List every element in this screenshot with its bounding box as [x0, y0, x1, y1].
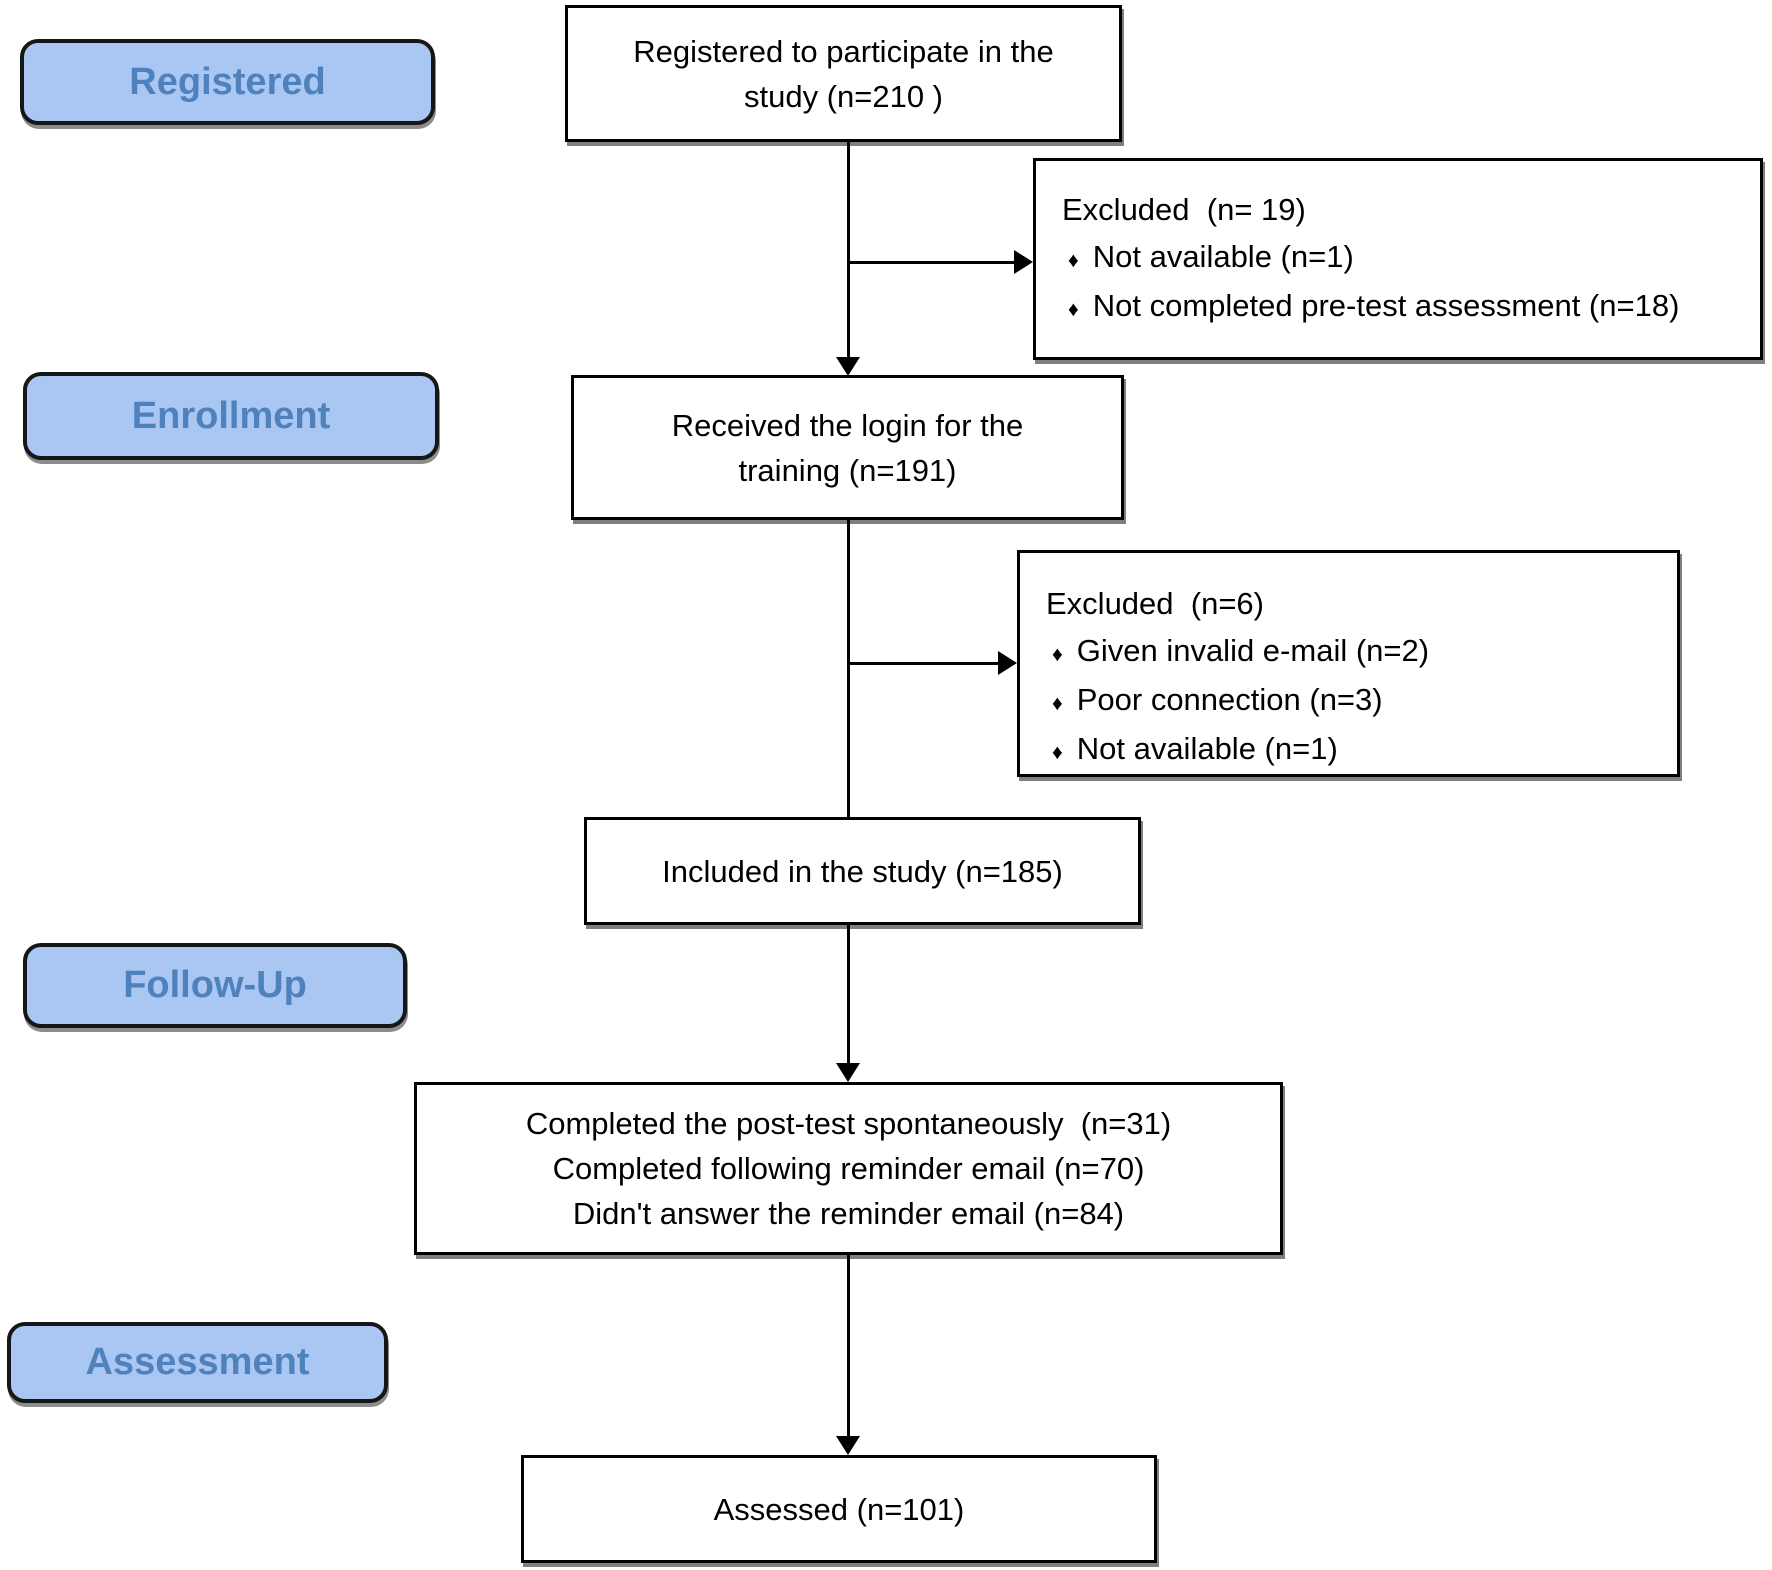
exclusion-box-2-item-2-text: Poor connection (n=3) [1076, 682, 1383, 717]
arrowhead-down-received [836, 357, 860, 376]
connector-branch-excluded-2 [847, 662, 999, 665]
flow-box-included: Included in the study (n=185) [584, 817, 1141, 925]
stage-label-enrollment: Enrollment [23, 372, 439, 460]
connector-registered-to-received [847, 142, 850, 358]
arrowhead-down-assessed [836, 1436, 860, 1455]
stage-label-enrollment-text: Enrollment [131, 394, 331, 437]
flow-box-received-line1: Received the login for the [671, 407, 1024, 443]
exclusion-box-1-item-2: ♦ Not completed pre-test assessment (n=1… [1062, 283, 1742, 332]
stage-label-assessment-text: Assessment [85, 1341, 310, 1383]
connector-included-to-followup [847, 925, 850, 1064]
connector-followup-to-assessed [847, 1255, 850, 1437]
arrowhead-right-excluded-2 [998, 651, 1017, 675]
flow-box-followup-results: Completed the post-test spontaneously (n… [414, 1082, 1283, 1255]
exclusion-box-2-item-3: ♦ Not available (n=1) [1046, 726, 1659, 775]
flow-box-followup-line2: Completed following reminder email (n=70… [552, 1151, 1145, 1186]
stage-label-registered: Registered [20, 39, 435, 125]
flow-box-assessed-text: Assessed (n=101) [713, 1491, 965, 1527]
exclusion-box-1-header: Excluded (n= 19) [1062, 192, 1306, 227]
arrowhead-right-excluded-1 [1014, 250, 1033, 274]
exclusion-box-1-item-2-text: Not completed pre-test assessment (n=18) [1092, 288, 1680, 323]
diamond-bullet-icon: ♦ [1052, 643, 1063, 666]
exclusion-box-2-item-1-text: Given invalid e-mail (n=2) [1076, 633, 1430, 668]
exclusion-box-2-item-1: ♦ Given invalid e-mail (n=2) [1046, 628, 1659, 677]
diamond-bullet-icon: ♦ [1052, 692, 1063, 715]
stage-label-assessment: Assessment [7, 1322, 388, 1403]
exclusion-box-2-item-2: ♦ Poor connection (n=3) [1046, 677, 1659, 726]
exclusion-box-2-item-3-text: Not available (n=1) [1076, 731, 1338, 766]
flow-box-assessed: Assessed (n=101) [521, 1455, 1157, 1563]
flow-box-received-login: Received the login for the training (n=1… [571, 375, 1124, 520]
diamond-bullet-icon: ♦ [1052, 741, 1063, 764]
flow-box-registered: Registered to participate in the study (… [565, 5, 1122, 142]
connector-received-to-included [847, 520, 850, 817]
flow-box-followup-line1: Completed the post-test spontaneously (n… [525, 1106, 1172, 1141]
flow-box-received-line2: training (n=191) [738, 452, 957, 488]
flow-box-registered-line2: study (n=210 ) [743, 78, 944, 114]
exclusion-box-1: Excluded (n= 19) ♦ Not available (n=1) ♦… [1033, 158, 1763, 360]
arrowhead-down-followup [836, 1063, 860, 1082]
exclusion-box-2: Excluded (n=6) ♦ Given invalid e-mail (n… [1017, 550, 1680, 777]
diamond-bullet-icon: ♦ [1068, 298, 1079, 321]
flow-box-registered-line1: Registered to participate in the [633, 33, 1054, 69]
exclusion-box-1-item-1-text: Not available (n=1) [1092, 239, 1354, 274]
flow-box-included-text: Included in the study (n=185) [662, 853, 1063, 889]
exclusion-box-1-item-1: ♦ Not available (n=1) [1062, 234, 1742, 283]
exclusion-box-2-header: Excluded (n=6) [1046, 586, 1264, 621]
connector-branch-excluded-1 [847, 261, 1015, 264]
stage-label-followup-text: Follow-Up [123, 964, 307, 1006]
stage-label-followup: Follow-Up [23, 943, 407, 1028]
flow-box-followup-line3: Didn't answer the reminder email (n=84) [572, 1196, 1125, 1231]
stage-label-registered-text: Registered [129, 60, 326, 103]
diamond-bullet-icon: ♦ [1068, 249, 1079, 272]
